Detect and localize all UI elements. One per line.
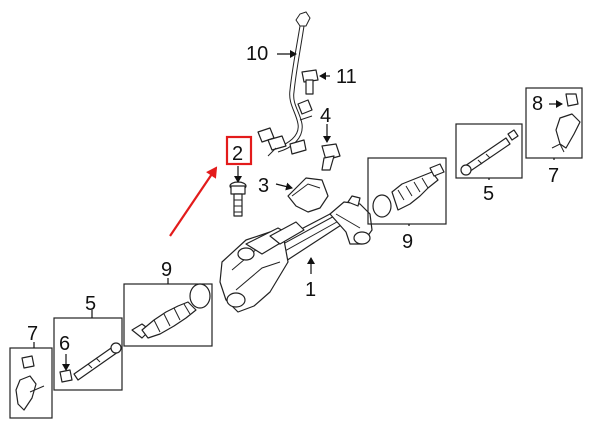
bolt-part-2: [229, 181, 247, 217]
callout-2: 2: [232, 143, 243, 165]
callout-5-right: 5: [483, 183, 494, 205]
wiring-harness-part-10: [257, 11, 313, 157]
steering-rack-part-1: [219, 195, 373, 313]
callout-4: 4: [320, 105, 331, 127]
highlight-arrow: [169, 166, 218, 237]
callout-7-left: 7: [27, 323, 38, 345]
callout-5-left: 5: [85, 293, 96, 315]
callout-6: 6: [59, 333, 70, 355]
callout-9-left: 9: [161, 259, 172, 281]
outer-tie-rod-right-part-7: [525, 87, 583, 159]
callout-9-right: 9: [402, 231, 413, 253]
outer-tie-rod-left-part-7: [9, 347, 53, 419]
boot-kit-right-part-9: [367, 157, 447, 225]
highlight-box: [225, 135, 253, 166]
callout-7-right: 7: [548, 165, 559, 187]
bracket-part-3: [287, 177, 329, 213]
bolt-part-11: [301, 69, 319, 95]
tie-rod-right-part-5: [455, 123, 523, 179]
leader-lines: [33, 50, 563, 371]
bolt-part-4: [321, 143, 341, 171]
boot-kit-left-part-9: [123, 283, 213, 347]
callout-1: 1: [305, 279, 316, 301]
callout-10: 10: [246, 43, 268, 65]
tie-rod-left-part-5: [53, 317, 123, 391]
callout-8: 8: [532, 93, 543, 115]
callout-3: 3: [258, 175, 269, 197]
callout-11: 11: [336, 66, 357, 88]
